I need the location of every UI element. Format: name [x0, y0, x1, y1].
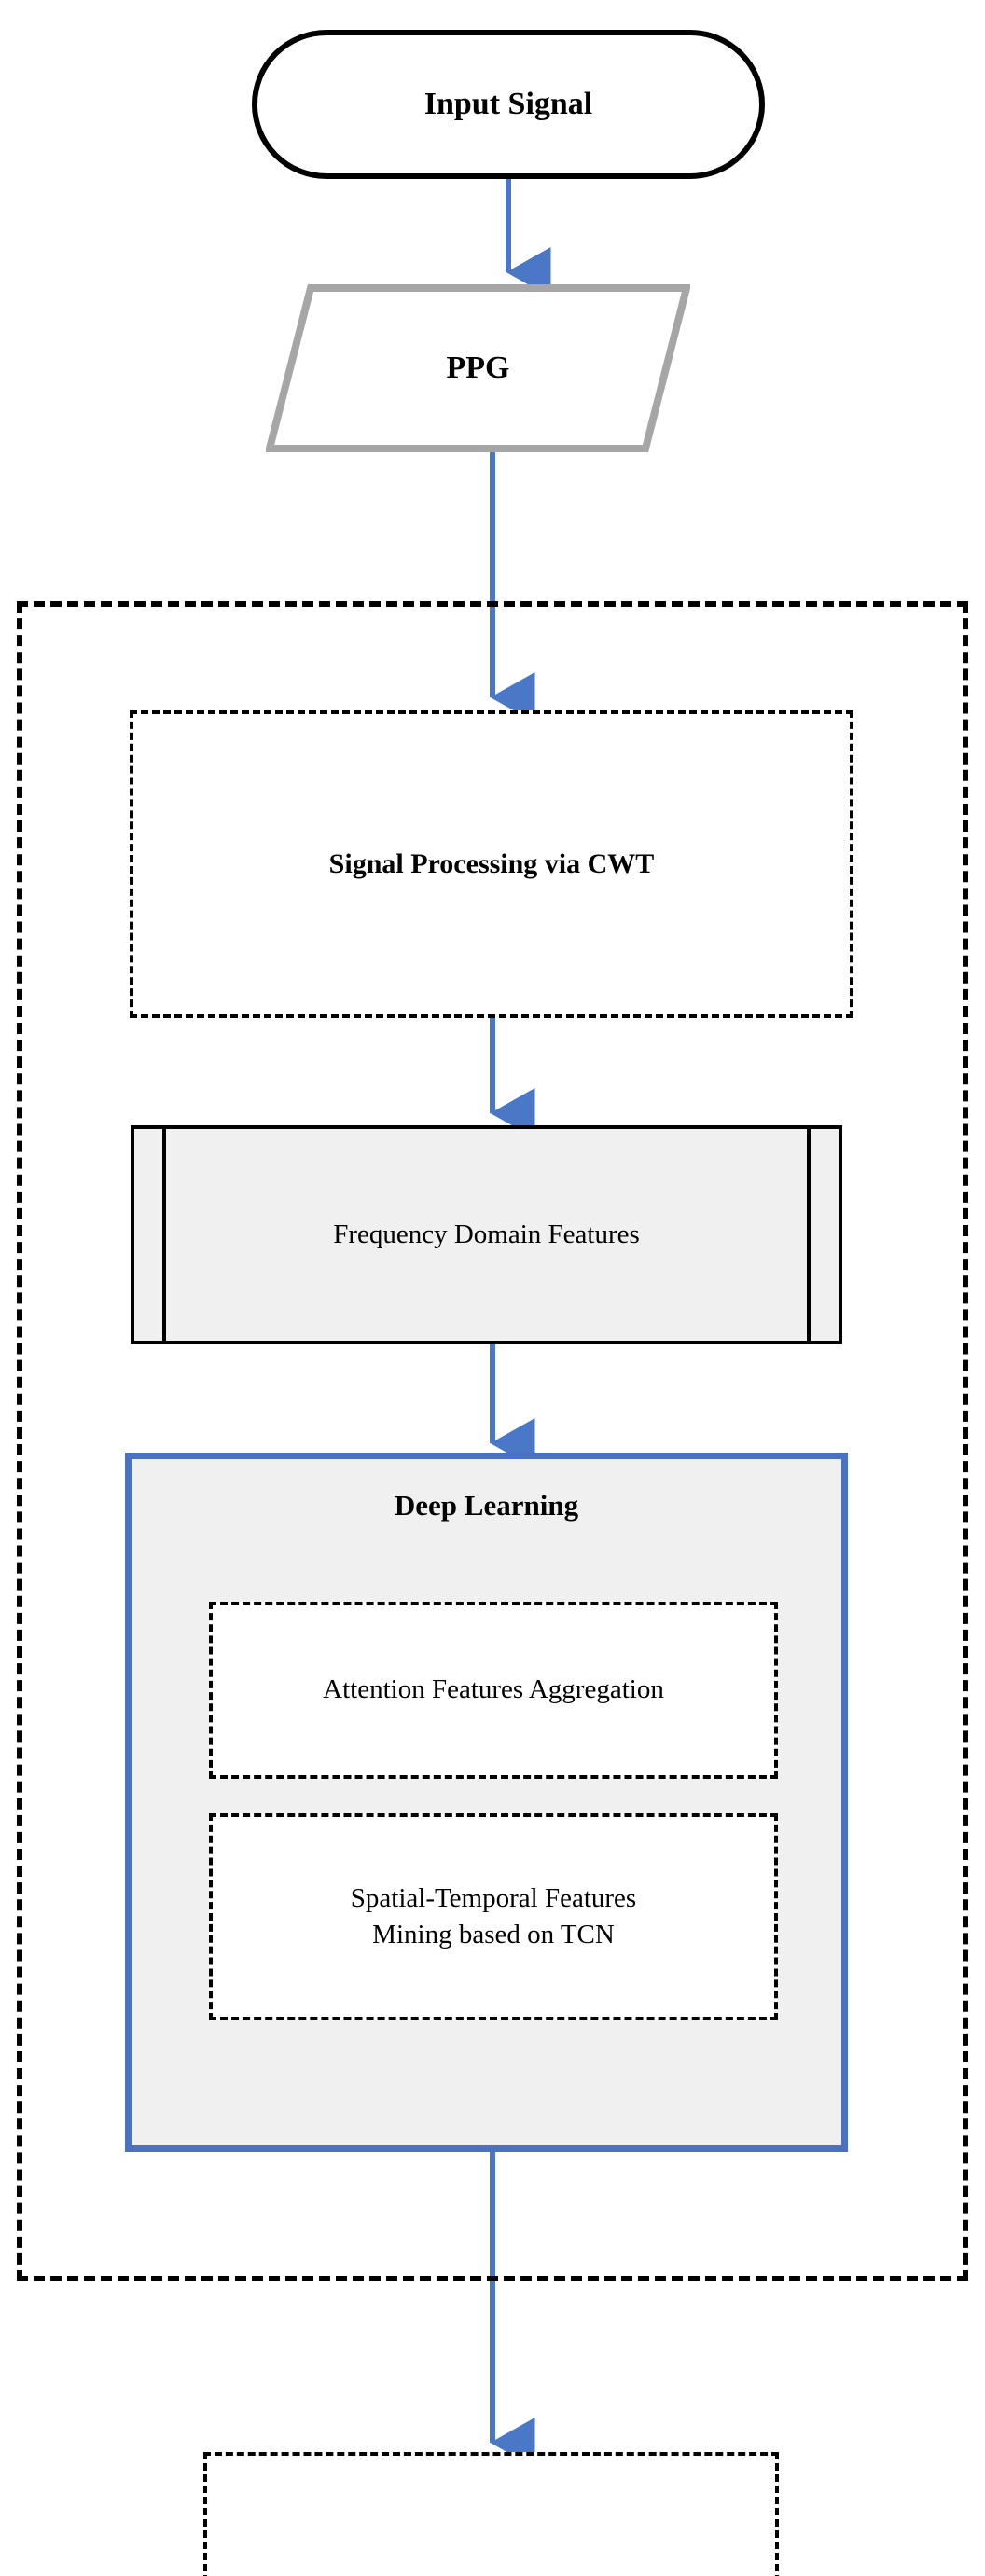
node-frequency-domain-features[interactable]: Frequency Domain Features [131, 1125, 842, 1344]
pipeline-dashed-container [17, 601, 968, 2281]
node-attention-features-aggregation[interactable]: Attention Features Aggregation [209, 1602, 778, 1779]
ppg-parallelogram-shape [266, 284, 690, 452]
node-spatial-temporal-tcn-label-line1: Spatial-Temporal Features [350, 1882, 637, 1913]
node-ppg-label: PPG [446, 351, 510, 385]
node-deep-learning-title: Deep Learning [394, 1489, 579, 1522]
node-signal-processing-label: Signal Processing via CWT [328, 847, 655, 879]
node-input-signal-label: Input Signal [423, 87, 593, 122]
node-emotion-recognition[interactable]: Emotion Recognition [203, 2452, 779, 2576]
node-frequency-domain-features-label: Frequency Domain Features [333, 1219, 640, 1249]
node-spatial-temporal-tcn[interactable]: Spatial-Temporal Features Mining based o… [209, 1813, 778, 2020]
node-spatial-temporal-tcn-label-line2: Mining based on TCN [372, 1920, 615, 1949]
node-signal-processing[interactable]: Signal Processing via CWT [130, 710, 853, 1018]
node-input-signal[interactable]: Input Signal [252, 30, 765, 179]
node-attention-features-aggregation-label: Attention Features Aggregation [323, 1674, 664, 1705]
node-deep-learning-group[interactable]: Deep Learning Attention Features Aggrega… [125, 1453, 848, 2152]
node-ppg[interactable]: PPG [266, 284, 690, 452]
